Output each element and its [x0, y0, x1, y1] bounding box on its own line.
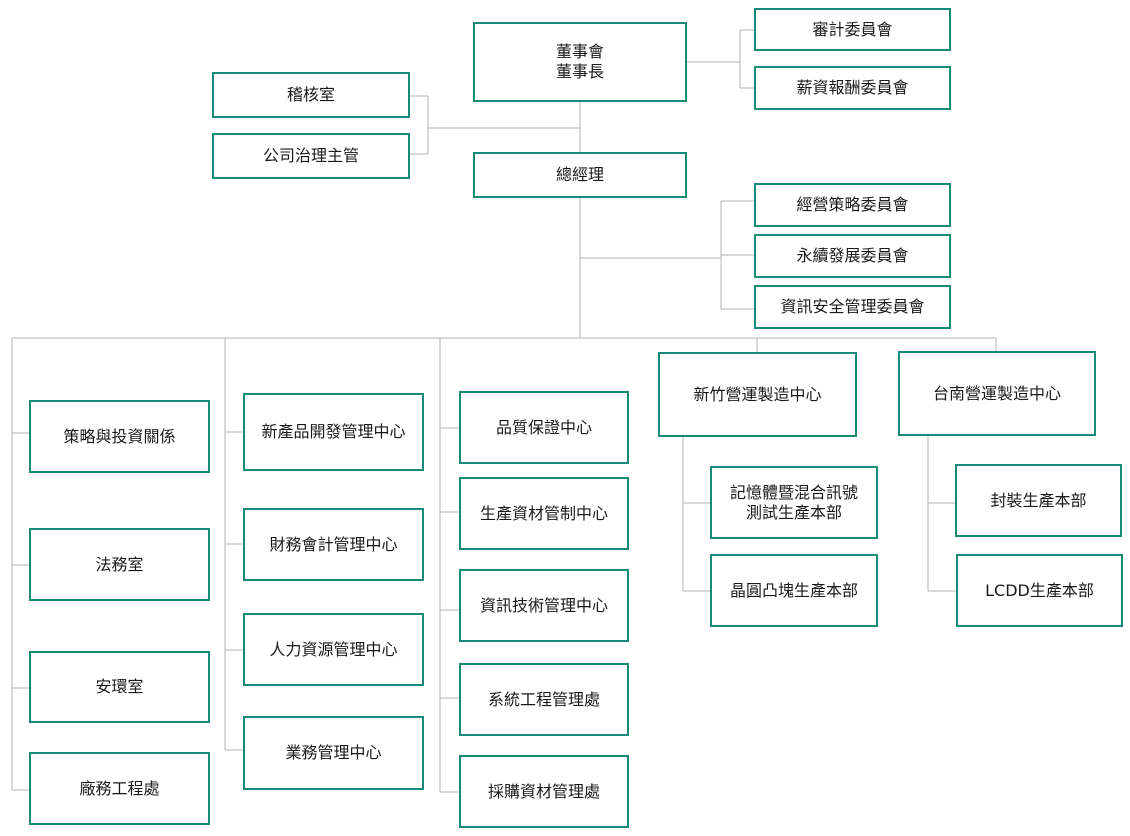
- remuneration-committee-box: 薪資報酬委員會: [754, 66, 951, 110]
- ehs-box: 安環室: [29, 651, 210, 723]
- board-box: 董事會 董事長: [473, 22, 687, 102]
- sales-center-box: 業務管理中心: [243, 716, 424, 790]
- audit-committee-box: 審計委員會: [754, 8, 951, 51]
- finance-center-box: 財務會計管理中心: [243, 508, 424, 581]
- packaging-box: 封裝生產本部: [955, 464, 1122, 537]
- system-eng-box: 系統工程管理處: [459, 663, 629, 736]
- internal-audit-box: 稽核室: [212, 72, 410, 118]
- facilities-box: 廠務工程處: [29, 752, 210, 825]
- procurement-box: 採購資材管理處: [459, 755, 629, 828]
- it-center-box: 資訊技術管理中心: [459, 569, 629, 642]
- pmc-center-box: 生產資材管制中心: [459, 477, 629, 550]
- legal-box: 法務室: [29, 528, 210, 601]
- tainan-center-box: 台南營運製造中心: [898, 351, 1096, 436]
- npd-center-box: 新產品開發管理中心: [243, 393, 424, 471]
- sustainability-committee-box: 永續發展委員會: [754, 234, 951, 278]
- qa-center-box: 品質保證中心: [459, 391, 629, 464]
- infosec-committee-box: 資訊安全管理委員會: [754, 285, 951, 329]
- corporate-governance-box: 公司治理主管: [212, 133, 410, 179]
- hsinchu-center-box: 新竹營運製造中心: [658, 352, 857, 437]
- strategy-ir-box: 策略與投資關係: [29, 400, 210, 473]
- strategy-committee-box: 經營策略委員會: [754, 183, 951, 227]
- president-box: 總經理: [473, 152, 687, 198]
- bump-box: 晶圓凸塊生產本部: [710, 554, 878, 627]
- memory-test-box: 記憶體暨混合訊號 測試生產本部: [710, 466, 878, 539]
- hr-center-box: 人力資源管理中心: [243, 613, 424, 686]
- lcdd-box: LCDD生產本部: [956, 554, 1123, 627]
